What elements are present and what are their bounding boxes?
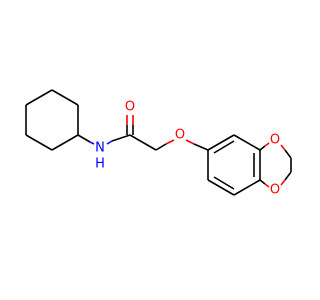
bond (264, 183, 270, 188)
bond (89, 141, 95, 145)
dioxole-ring (259, 142, 292, 188)
bond (213, 140, 235, 154)
bond (284, 149, 292, 159)
bond (207, 134, 235, 151)
bond (77, 134, 91, 143)
bond (259, 145, 266, 151)
structure-canvas: N H O O O O (25, 89, 292, 198)
bond (284, 171, 292, 181)
bond (185, 139, 195, 145)
bond (111, 134, 131, 142)
bond (264, 142, 270, 147)
dioxole-oxygen-bottom-label: O (270, 183, 280, 198)
bond (280, 179, 286, 186)
bond (193, 143, 209, 151)
bond (106, 140, 113, 145)
bond (233, 134, 261, 151)
bond (51, 89, 79, 106)
bond (51, 134, 79, 151)
bond (155, 143, 167, 151)
dioxole-oxygen-top-label: O (270, 133, 280, 148)
bond (233, 179, 261, 196)
bond (25, 134, 53, 151)
bond (129, 134, 157, 151)
molecule-diagram: N H O O O O (25, 89, 292, 198)
bond (207, 179, 235, 196)
bond (165, 139, 175, 145)
bond (25, 89, 53, 106)
benzene-ring (207, 134, 261, 196)
nitrogen-atom-label: N (95, 141, 105, 156)
nitrogen-hydrogen-label: H (95, 157, 105, 172)
ether-oxygen-label: O (175, 128, 185, 143)
bond (259, 179, 266, 185)
cyclohexane-ring (25, 89, 79, 151)
bond (280, 144, 286, 151)
carbonyl-oxygen-label: O (125, 100, 135, 115)
bond (213, 176, 235, 190)
